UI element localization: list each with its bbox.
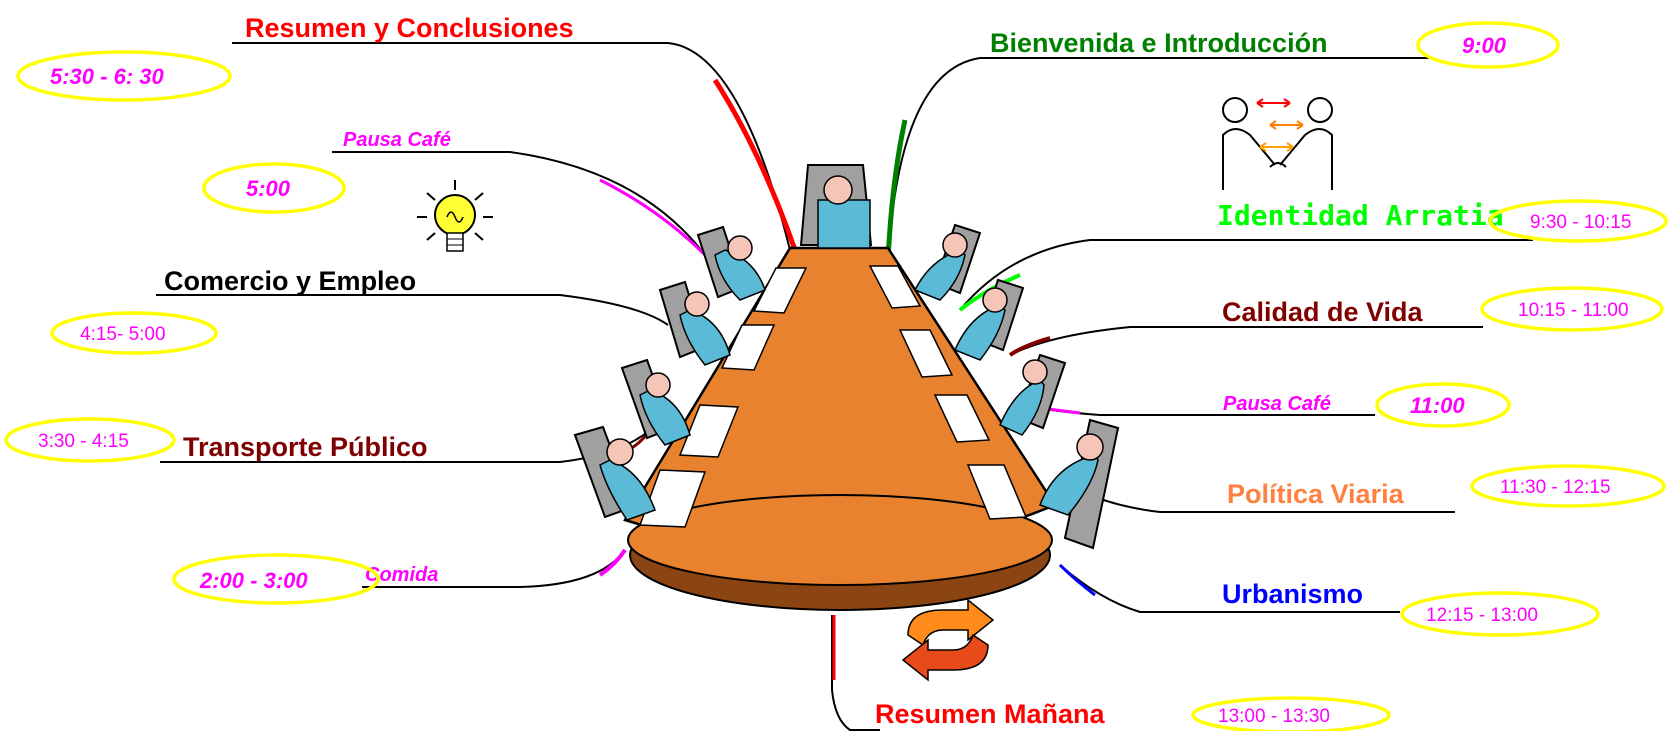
label-politica-viaria: Política Viaria [1227, 479, 1405, 509]
time-pausa-cafe-tarde: 5:00 [246, 176, 291, 201]
cycle-arrows-icon [901, 598, 995, 682]
time-ovals: 5:30 - 6: 30 5:00 4:15- 5:00 3:30 - 4:15… [4, 21, 1668, 731]
topic-labels: Resumen y Conclusiones Pausa Café Comerc… [164, 13, 1504, 729]
connector-comercio-empleo [156, 294, 669, 326]
connector-calidad-vida [1009, 326, 1483, 356]
label-bienvenida: Bienvenida e Introducción [990, 28, 1328, 58]
meeting-table-illustration [573, 164, 1120, 611]
time-urbanismo: 12:15 - 13:00 [1426, 605, 1538, 626]
time-bienvenida: 9:00 [1462, 33, 1507, 58]
label-resumen-conclusiones: Resumen y Conclusiones [245, 13, 574, 43]
connector-pausa-cafe-tarde [332, 151, 706, 256]
label-resumen-manana: Resumen Mañana [875, 699, 1106, 729]
time-resumen-conclusiones: 5:30 - 6: 30 [50, 64, 164, 89]
label-comercio-empleo: Comercio y Empleo [164, 266, 416, 296]
time-pausa-cafe-manana: 11:00 [1410, 393, 1465, 418]
handshake-people-icon [1222, 97, 1333, 190]
label-comida: Comida [365, 564, 438, 586]
label-calidad-vida: Calidad de Vida [1222, 297, 1424, 327]
time-transporte-publico: 3:30 - 4:15 [38, 431, 129, 452]
label-pausa-cafe-tarde: Pausa Café [343, 129, 451, 151]
lightbulb-icon [417, 180, 493, 252]
connector-resumen-conclusiones [232, 42, 791, 251]
time-comercio-empleo: 4:15- 5:00 [80, 324, 166, 345]
time-comida: 2:00 - 3:00 [199, 568, 308, 593]
time-identidad-arratia: 9:30 - 10:15 [1530, 212, 1631, 233]
time-calidad-vida: 10:15 - 11:00 [1518, 300, 1629, 321]
label-identidad-arratia: Identidad Arratia [1217, 199, 1504, 232]
label-urbanismo: Urbanismo [1222, 579, 1363, 609]
label-pausa-cafe-manana: Pausa Café [1223, 393, 1331, 415]
connector-identidad-arratia [959, 239, 1533, 311]
time-resumen-manana: 13:00 - 13:30 [1218, 706, 1330, 727]
label-transporte-publico: Transporte Público [183, 432, 428, 462]
time-politica-viaria: 11:30 - 12:15 [1500, 477, 1611, 498]
connector-resumen-manana [831, 615, 880, 731]
